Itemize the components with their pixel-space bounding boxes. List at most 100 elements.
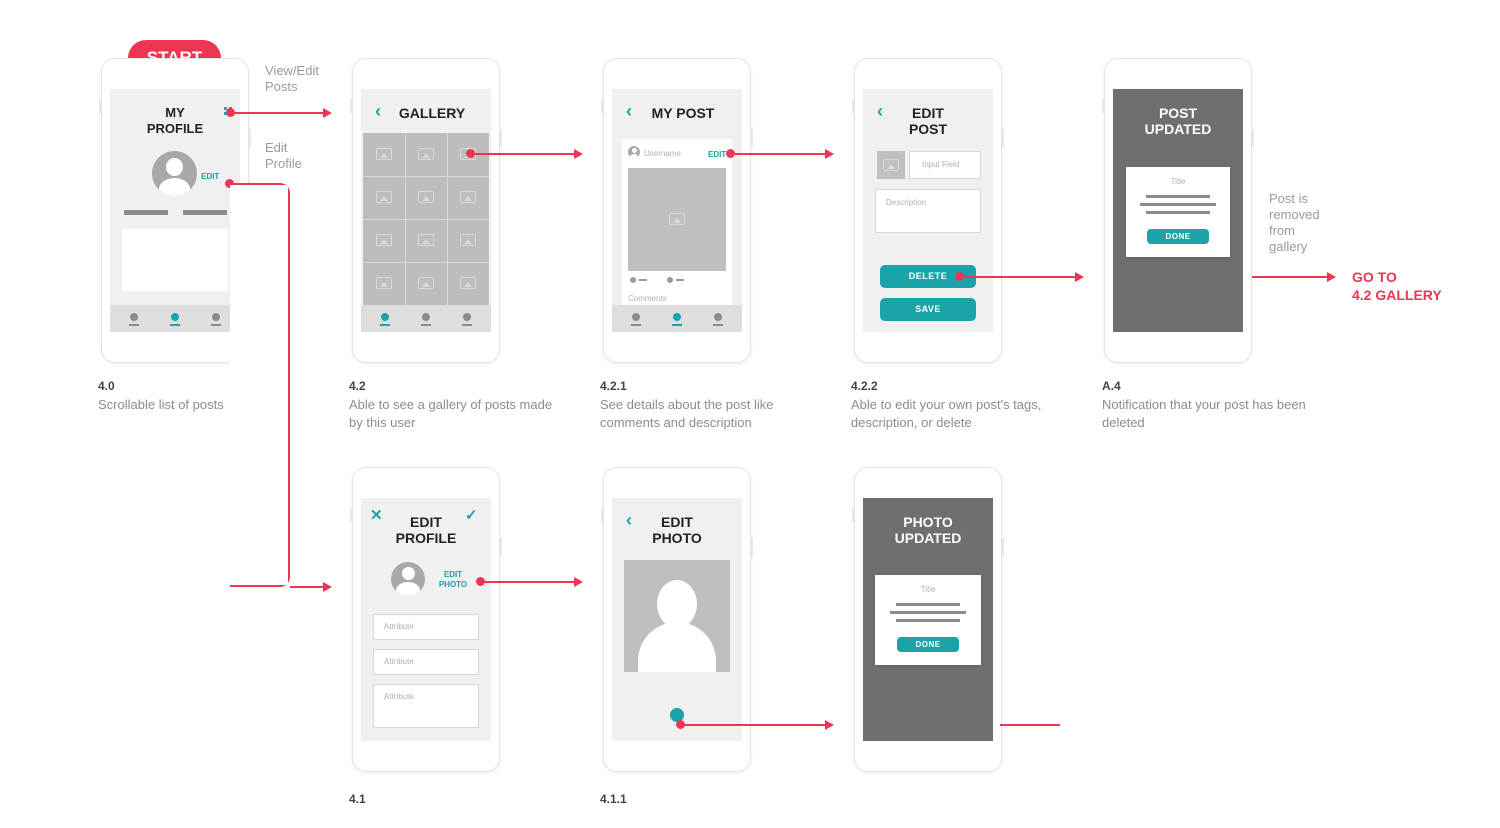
attribute-field[interactable]: Attribute (373, 614, 479, 640)
flow-arrow (1000, 724, 1060, 726)
profile-post-card[interactable] (122, 229, 228, 291)
nav-dot[interactable] (212, 313, 220, 321)
phone-my-post: ‹ MY POST Username EDIT Comments (601, 58, 753, 363)
flow-arrow (1252, 276, 1328, 278)
flow-arrow (231, 112, 323, 114)
image-placeholder-icon[interactable] (418, 234, 434, 246)
done-button[interactable]: DONE (1147, 229, 1209, 244)
photo-updated-screen: PHOTO UPDATED Title DONE (863, 498, 993, 741)
back-chevron-icon[interactable]: ‹ (877, 101, 883, 121)
done-button[interactable]: DONE (897, 637, 959, 652)
profile-edit-link[interactable]: EDIT (201, 172, 220, 181)
flow-arrow (471, 153, 574, 155)
gallery-screen: ‹ GALLERY (361, 89, 491, 332)
flow-start-dot (466, 149, 475, 158)
profile-avatar-icon (391, 562, 425, 596)
my-post-screen: ‹ MY POST Username EDIT Comments (612, 89, 742, 332)
post-thumbnail (877, 151, 905, 179)
image-placeholder-icon[interactable] (376, 148, 392, 160)
post-edit-link[interactable]: EDIT (708, 150, 727, 159)
image-placeholder-icon[interactable] (460, 277, 476, 289)
nav-dot[interactable] (130, 313, 138, 321)
post-card: Username EDIT Comments (622, 139, 732, 307)
nav-dot-active[interactable] (673, 313, 681, 321)
edit-photo-link[interactable]: EDIT PHOTO (438, 570, 468, 589)
save-button[interactable]: SAVE (880, 298, 976, 321)
flow-arrow (681, 724, 825, 726)
go-to-gallery-link[interactable]: GO TO 4.2 GALLERY (1352, 269, 1442, 303)
tag-input-field[interactable]: Input Field (909, 151, 981, 179)
screen-caption: Scrollable list of posts (98, 397, 224, 412)
image-placeholder-icon[interactable] (418, 277, 434, 289)
screen-number: 4.2.1 (600, 379, 627, 393)
image-placeholder-icon[interactable] (418, 148, 434, 160)
confirmation-card: Title DONE (875, 575, 981, 665)
screen-caption: See details about the post like comments… (600, 397, 774, 430)
image-placeholder-icon[interactable] (376, 277, 392, 289)
photo-preview (624, 560, 730, 672)
gallery-title: GALLERY (398, 105, 466, 121)
image-placeholder-icon (883, 159, 899, 171)
arrowhead-icon (323, 582, 332, 592)
arrowhead-icon (825, 720, 834, 730)
card-title: Title (920, 585, 936, 594)
edit-post-screen: ‹ EDIT POST Input Field Description DELE… (863, 89, 993, 332)
bottom-nav (110, 305, 240, 332)
image-placeholder-icon[interactable] (418, 191, 434, 203)
edit-profile-note: Edit Profile (265, 140, 302, 171)
image-placeholder-icon[interactable] (376, 191, 392, 203)
flow-elbow-clear (230, 185, 288, 585)
arrowhead-icon (1075, 272, 1084, 282)
phone-post-updated: POST UPDATED Title DONE (1102, 58, 1254, 363)
nav-dot[interactable] (463, 313, 471, 321)
post-image (628, 168, 726, 271)
attribute-field[interactable]: Attribute (373, 684, 479, 728)
bottom-nav (612, 305, 742, 332)
nav-dot[interactable] (422, 313, 430, 321)
my-profile-screen: MY PROFILE EDIT (110, 89, 240, 332)
flow-arrow (481, 581, 574, 583)
nav-dot-active[interactable] (171, 313, 179, 321)
screen-caption: Able to edit your own post's tags, descr… (851, 397, 1042, 430)
image-placeholder-icon (669, 213, 685, 225)
phone-my-profile: MY PROFILE EDIT (99, 58, 251, 363)
phone-photo-updated: PHOTO UPDATED Title DONE (852, 467, 1004, 772)
post-username: Username (644, 149, 681, 158)
close-icon[interactable]: ✕ (370, 507, 383, 524)
flow-elbow-line (230, 183, 290, 587)
profile-avatar-icon (152, 151, 197, 196)
nav-dot[interactable] (714, 313, 722, 321)
screen-caption: Notification that your post has been del… (1102, 397, 1306, 430)
screen-number: 4.1.1 (600, 792, 627, 806)
edit-photo-screen: ‹ EDIT PHOTO (612, 498, 742, 741)
arrowhead-icon (323, 108, 332, 118)
flow-arrow (290, 586, 324, 588)
delete-button[interactable]: DELETE (880, 265, 976, 288)
back-chevron-icon[interactable]: ‹ (626, 101, 632, 121)
like-icon[interactable] (630, 277, 636, 283)
user-avatar-icon (628, 146, 640, 158)
flow-arrow (960, 276, 1075, 278)
flow-start-dot (226, 108, 235, 117)
nav-dot[interactable] (632, 313, 640, 321)
flow-start-dot (225, 179, 234, 188)
back-chevron-icon[interactable]: ‹ (375, 101, 381, 121)
nav-dot-active[interactable] (381, 313, 389, 321)
flow-start-dot (476, 577, 485, 586)
confirmation-card: Title DONE (1126, 167, 1230, 257)
my-profile-title: MY PROFILE (146, 105, 204, 136)
back-chevron-icon[interactable]: ‹ (626, 510, 632, 530)
image-placeholder-icon[interactable] (376, 234, 392, 246)
description-field[interactable]: Description (875, 189, 981, 233)
comment-icon[interactable] (667, 277, 673, 283)
attribute-field[interactable]: Attribute (373, 649, 479, 675)
image-placeholder-icon[interactable] (460, 191, 476, 203)
shutter-button[interactable] (670, 708, 684, 722)
phone-gallery: ‹ GALLERY (350, 58, 502, 363)
card-title: Title (1170, 177, 1186, 186)
screen-number: 4.2.2 (851, 379, 878, 393)
view-edit-posts-note: View/Edit Posts (265, 63, 319, 94)
check-icon[interactable]: ✓ (465, 507, 478, 524)
image-placeholder-icon[interactable] (460, 234, 476, 246)
screen-number: 4.0 (98, 379, 115, 393)
